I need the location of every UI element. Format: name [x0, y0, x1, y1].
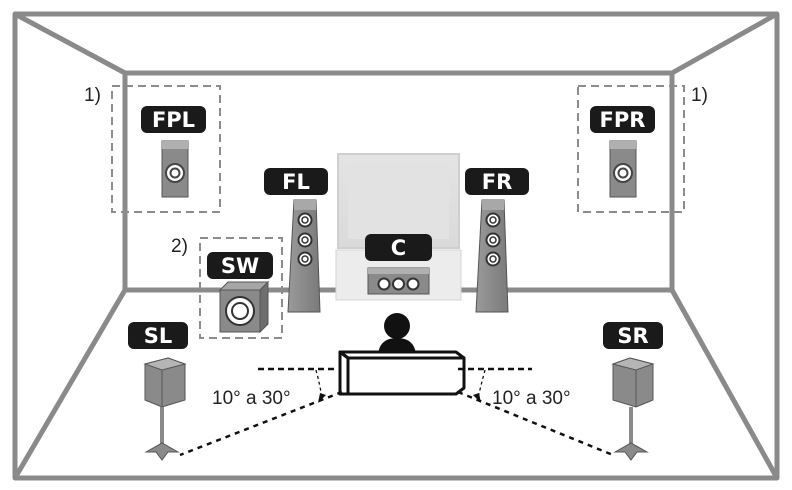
room-edge-top-right [670, 11, 779, 76]
note-2: 2) [171, 236, 188, 257]
angle-left-text: 10° a 30° [212, 388, 291, 409]
speaker-sw-label: SW [221, 254, 259, 278]
speaker-sr-stand-icon [611, 357, 655, 461]
speaker-c-label-bg [365, 234, 432, 261]
angle-right-text: 10° a 30° [492, 388, 571, 409]
speaker-fpl-label-bg [141, 106, 206, 133]
speaker-fr-tower-icon [475, 199, 509, 313]
speaker-fl-label-bg [264, 168, 328, 195]
speaker-sl-label-bg [128, 322, 188, 349]
fpl-dashed-box [111, 85, 221, 213]
sofa-icon [338, 350, 466, 396]
tv-screen [335, 153, 462, 301]
speaker-fl-label: FL [282, 170, 310, 194]
speaker-c-label: C [391, 236, 406, 260]
sightline-left [179, 390, 343, 457]
speaker-sr-label-bg [603, 322, 663, 349]
room-edge-bottom-right [669, 288, 780, 480]
sightlines [179, 390, 614, 457]
sw-dashed-box [199, 237, 283, 339]
speaker-fr: FR [465, 168, 529, 313]
speaker-c-center-icon [367, 267, 430, 295]
speaker-sw: SW [207, 252, 273, 334]
speaker-fl: FL [264, 168, 328, 313]
speaker-fr-label-bg [465, 168, 529, 195]
room-edge-top-left [13, 11, 127, 76]
speaker-fpr-label-bg [590, 106, 655, 133]
speaker-sr-label: SR [617, 324, 648, 348]
sightline-right [457, 390, 614, 457]
speaker-sl-label: SL [144, 324, 173, 348]
listener-icon [338, 313, 466, 396]
note-1-left: 1) [84, 85, 101, 106]
speaker-fr-label: FR [482, 170, 513, 194]
speaker-sw-label-bg [207, 252, 273, 279]
room-outline [12, 11, 780, 481]
speaker-fpr-icon [609, 140, 637, 198]
optional-zones [111, 85, 685, 339]
speaker-fpl: FPL [141, 106, 206, 198]
fpr-dashed-box [577, 85, 685, 213]
subwoofer-icon [218, 280, 270, 334]
room-edge-bottom-left [12, 288, 128, 480]
speaker-fpr-label: FPR [600, 108, 646, 132]
speaker-sl: SL [128, 322, 188, 461]
speaker-c: C [365, 234, 432, 295]
speaker-fpr: FPR [590, 106, 655, 198]
speaker-fpl-label: FPL [152, 108, 195, 132]
speaker-sl-stand-icon [143, 357, 187, 461]
note-1-right: 1) [691, 85, 708, 106]
speaker-fl-tower-icon [287, 199, 321, 313]
speaker-fpl-icon [161, 140, 189, 198]
speaker-sr: SR [603, 322, 663, 461]
listener-head [384, 313, 410, 339]
listener-body [378, 338, 416, 354]
